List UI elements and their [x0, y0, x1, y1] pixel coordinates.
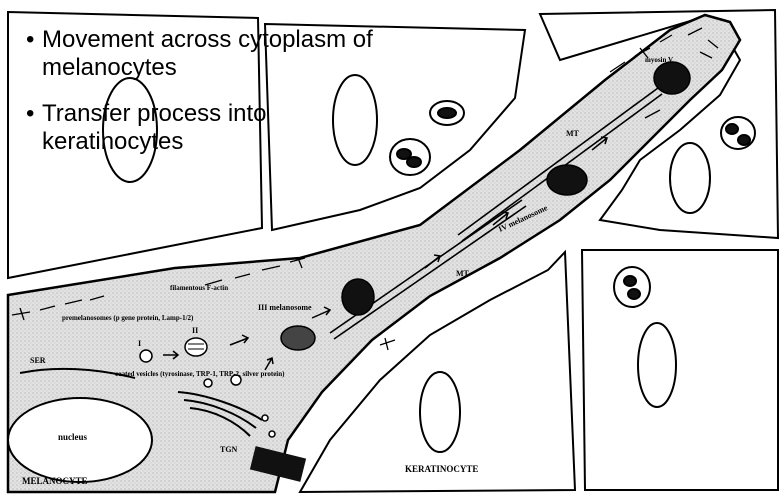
coated-vesicle	[269, 431, 275, 437]
label-premelanosomes: premelanosomes (p gene protein, Lamp-1/2…	[62, 314, 194, 322]
coated-vesicle	[204, 379, 212, 387]
label-stage-iii: III melanosome	[258, 303, 312, 312]
nucleus-outline	[638, 323, 676, 407]
bullet-text: Transfer process into keratinocytes	[42, 100, 386, 156]
label-nucleus: nucleus	[58, 432, 88, 442]
keratinocyte-cell-bottom-right	[582, 250, 778, 490]
bullet-text: Movement across cytoplasm of melanocytes	[42, 26, 386, 82]
label-tgn: TGN	[220, 445, 238, 454]
label-myosin: myosin V	[645, 56, 673, 64]
nucleus-outline	[670, 143, 710, 213]
coated-vesicle	[262, 415, 268, 421]
label-mt: MT	[566, 129, 580, 138]
nucleus-outline	[420, 372, 460, 452]
melanosome-stage-iv	[342, 279, 374, 315]
label-filament: filamentous F-actin	[170, 284, 228, 292]
bullet-dot: •	[26, 100, 42, 156]
label-keratinocyte: KERATINOCYTE	[405, 464, 478, 474]
premelanosome-stage-ii	[185, 338, 207, 356]
premelanosome-stage-i	[140, 350, 152, 362]
label-coated-vesicles: coated vesicles (tyrosinase, TRP-1, TRP-…	[115, 370, 285, 378]
label-stage-i: I	[138, 339, 141, 348]
melanosome-stage-iv	[654, 62, 690, 94]
bullet-item: • Movement across cytoplasm of melanocyt…	[26, 26, 386, 82]
label-ser: SER	[30, 356, 46, 365]
bullet-dot: •	[26, 26, 42, 82]
bullet-list: • Movement across cytoplasm of melanocyt…	[26, 26, 386, 174]
label-stage-ii: II	[192, 326, 198, 335]
melanosome-stage-iv	[547, 165, 587, 195]
label-melanocyte: MELANOCYTE	[22, 476, 88, 486]
label-mt: MT	[456, 269, 470, 278]
bullet-item: • Transfer process into keratinocytes	[26, 100, 386, 156]
melanosome-stage-iii	[281, 326, 315, 350]
